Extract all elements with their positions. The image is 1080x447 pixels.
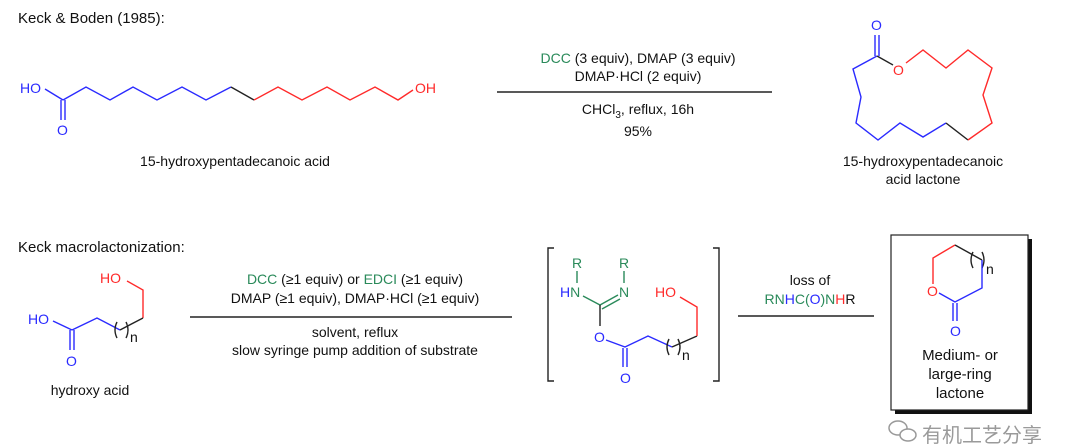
conditions2-line2: slow syringe pump addition of substrate (232, 342, 478, 358)
hn-label: HN (560, 284, 580, 300)
product-name-line1: Medium- or (922, 347, 998, 364)
loss-of-label: loss of (790, 272, 831, 288)
left-bracket (547, 247, 554, 382)
wechat-icon (888, 420, 917, 442)
lactone-structure: O O (852, 17, 993, 141)
o-label: O (57, 122, 68, 138)
product-name-line1: 15-hydroxypentadecanoic (843, 153, 1003, 169)
n-label: N (619, 284, 629, 300)
ho-label: HO (655, 284, 676, 300)
o-label: O (871, 17, 882, 33)
product-name-line3: lactone (936, 385, 984, 402)
conditions2-line1: solvent, reflux (312, 324, 398, 340)
n-subscript: n (682, 347, 690, 363)
r-label: R (572, 255, 582, 271)
reactant-name: 15-hydroxypentadecanoic acid (140, 153, 330, 169)
o-label: O (66, 353, 77, 369)
o-acylisourea-intermediate: R R HN N O O n HO (547, 247, 720, 386)
ho-label: HO (28, 311, 49, 327)
product-name-line2: large-ring (928, 366, 991, 383)
o-label: O (620, 370, 631, 386)
reagents2-line1: DCC (≥1 equiv) or EDCI (≥1 equiv) (247, 271, 463, 287)
reaction-arrow-2 (190, 316, 512, 318)
o-label: O (893, 62, 904, 78)
n-subscript: n (986, 261, 994, 277)
o-label: O (594, 329, 605, 345)
product-name-line2: acid lactone (886, 171, 961, 187)
urea-byproduct: RNHC(O)NHR (764, 291, 855, 307)
section2-title: Keck macrolactonization: (18, 239, 185, 256)
product-box: O n O Medium- or large-ring lactone (890, 234, 1032, 414)
ho-label: HO (100, 270, 121, 286)
r-label: R (619, 255, 629, 271)
o-label: O (950, 323, 961, 339)
pentadecanoic-acid-structure: HO O OH (20, 80, 436, 138)
ho-label: HO (20, 80, 41, 96)
reagents-line2: DMAP·HCl (2 equiv) (575, 68, 702, 84)
section1-title: Keck & Boden (1985): (18, 10, 165, 27)
yield: 95% (624, 123, 652, 139)
reagents2-line2: DMAP (≥1 equiv), DMAP·HCl (≥1 equiv) (231, 290, 480, 306)
o-label: O (927, 283, 938, 299)
reaction-arrow-1 (497, 91, 772, 93)
hydroxy-acid-structure: HO HO O n (28, 270, 144, 369)
right-bracket (713, 247, 720, 382)
conditions-line: CHCl3, reflux, 16h (582, 101, 694, 121)
hydroxy-acid-name: hydroxy acid (51, 382, 130, 398)
n-subscript: n (130, 329, 138, 345)
reagents-line1: DCC (3 equiv), DMAP (3 equiv) (540, 50, 735, 66)
oh-label: OH (415, 80, 436, 96)
watermark-text: 有机工艺分享 (922, 424, 1042, 447)
watermark: 有机工艺分享 (888, 420, 1042, 447)
reaction-arrow-3 (738, 315, 874, 317)
